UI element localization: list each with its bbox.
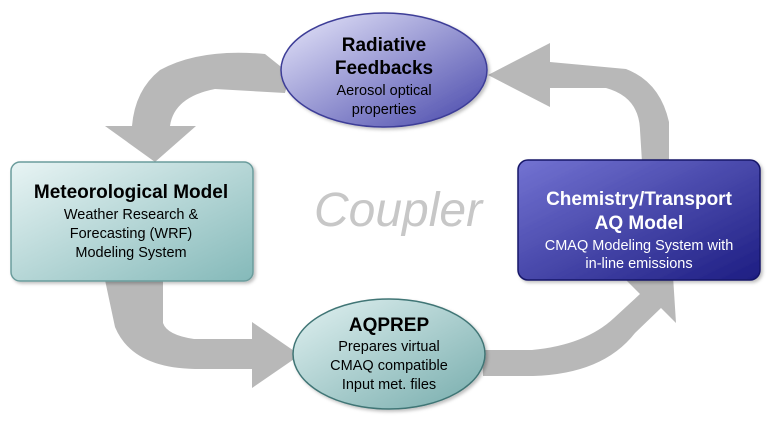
arrow-meteorological-to-aqprep [105,280,300,388]
arrow-aqprep-to-chemistry [482,276,676,376]
aqprep-description-line-1: Prepares virtual [338,339,440,355]
aqprep-description-line-3: Input met. files [342,377,436,393]
meteorological-model-box [10,161,254,282]
arrow-chemistry-to-radiative [488,43,669,162]
chemistry-transport-node: Chemistry/Transport AQ Model CMAQ Modeli… [517,159,761,281]
aqprep-ellipse [292,298,486,410]
aqprep-title: AQPREP [349,315,430,336]
meteorological-model-description-line-3: Modeling System [75,245,186,261]
chemistry-transport-title-line-1: Chemistry/Transport [546,189,732,210]
radiative-feedbacks-title-line-1: Radiative [342,35,426,56]
chemistry-transport-description-line-1: CMAQ Modeling System with [545,238,734,254]
aqprep-node: AQPREP Prepares virtual CMAQ compatible … [292,298,486,410]
radiative-feedbacks-description-line-2: properties [352,102,416,118]
chemistry-transport-description-line-2: in-line emissions [585,256,692,272]
aqprep-description-line-2: CMAQ compatible [330,358,448,374]
radiative-feedbacks-description-line-1: Aerosol optical [336,83,431,99]
radiative-feedbacks-title-line-2: Feedbacks [335,58,433,79]
meteorological-model-title: Meteorological Model [34,182,228,203]
meteorological-model-description-line-2: Forecasting (WRF) [70,226,192,242]
radiative-feedbacks-node: Radiative Feedbacks Aerosol optical prop… [280,12,488,128]
meteorological-model-description-line-1: Weather Research & [64,207,199,223]
coupler-label: Coupler [314,184,484,237]
radiative-feedbacks-ellipse [280,12,488,128]
arrow-radiative-to-meteorological [105,52,290,162]
chemistry-transport-box [517,159,761,281]
chemistry-transport-title-line-2: AQ Model [595,213,684,234]
meteorological-model-node: Meteorological Model Weather Research & … [10,161,254,282]
